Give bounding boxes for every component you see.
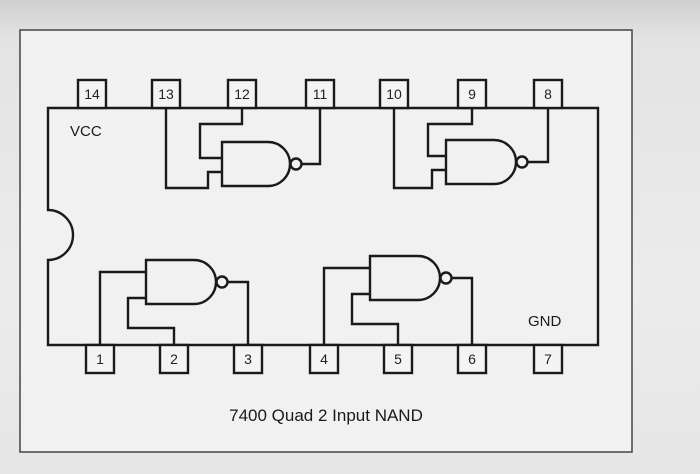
pin-label: 11: [313, 86, 328, 102]
pin-8: 8: [532, 78, 564, 110]
pin-1: 1: [84, 343, 116, 375]
pin-label: 6: [468, 351, 476, 367]
pin-14: 14: [76, 78, 108, 110]
pin-box: [308, 343, 340, 375]
pin-3: 3: [232, 343, 264, 375]
pin-box: [158, 343, 190, 375]
pin-label: 4: [320, 351, 328, 367]
pin-box: [84, 343, 116, 375]
pin-label: 9: [468, 86, 476, 102]
pin-label: 14: [84, 86, 100, 102]
pin-box: [232, 343, 264, 375]
pin-13: 13: [150, 78, 182, 110]
pin-box: [76, 78, 108, 110]
pin-12: 12: [226, 78, 258, 110]
pin-2: 2: [158, 343, 190, 375]
nand-gate-a: [164, 108, 322, 190]
vcc-label: VCC: [70, 123, 102, 140]
nand-gate-d-bubble: [439, 271, 453, 285]
pin-label: 1: [96, 351, 104, 367]
pin-box: [382, 343, 414, 375]
pin-box: [532, 78, 564, 110]
pin-label: 8: [544, 86, 552, 102]
pin-7: 7: [532, 343, 564, 375]
pin-label: 10: [386, 86, 402, 102]
nand-gate-a-bubble: [289, 157, 303, 171]
nand-gate-d: [322, 254, 474, 345]
pin-6: 6: [456, 343, 488, 375]
pin-label: 5: [394, 351, 402, 367]
pin-box: [456, 343, 488, 375]
nand-gate-a-wires: [164, 108, 322, 190]
pin-box: [150, 78, 182, 110]
pin-9: 9: [456, 78, 488, 110]
ic-body: [46, 106, 600, 347]
nand-gate-d-wires: [322, 266, 474, 345]
nand-gate-c-bubble: [215, 275, 229, 289]
pin-10: 10: [378, 78, 410, 110]
nand-gate-c-wires: [98, 270, 250, 345]
diagram-caption: 7400 Quad 2 Input NAND: [229, 406, 423, 425]
nand-gate-b-bubble: [515, 155, 529, 169]
pin-label: 2: [170, 351, 178, 367]
gnd-label: GND: [528, 313, 562, 330]
nand-gate-b: [392, 108, 550, 190]
pin-box: [304, 78, 336, 110]
pin-label: 13: [158, 86, 174, 102]
nand-gate-c: [98, 258, 250, 345]
pin-label: 3: [244, 351, 252, 367]
pin-4: 4: [308, 343, 340, 375]
top-pin-row: 14 13 12 11 10 9 8: [76, 78, 564, 110]
pin-11: 11: [304, 78, 336, 110]
nand-gate-b-wires: [392, 108, 550, 190]
pin-label: 7: [544, 351, 552, 367]
pin-5: 5: [382, 343, 414, 375]
bottom-pin-row: 1 2 3 4 5 6 7: [84, 343, 564, 375]
pin-box: [532, 343, 564, 375]
pin-label: 12: [234, 86, 250, 102]
